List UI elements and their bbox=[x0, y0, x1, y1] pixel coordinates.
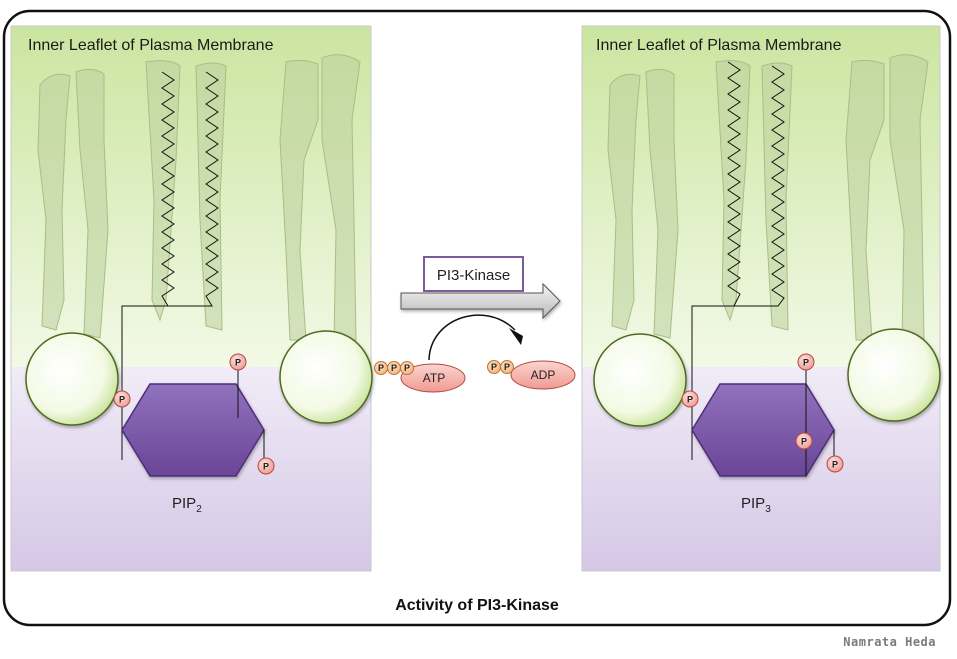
phosphate-icon: P bbox=[826, 455, 844, 473]
pip2-label: PIP2 bbox=[172, 495, 202, 515]
lipid-head bbox=[847, 328, 941, 422]
lipid-head bbox=[279, 330, 373, 424]
phosphate-icon: P bbox=[113, 390, 131, 408]
svg-text:P: P bbox=[801, 437, 807, 447]
panel-title: Inner Leaflet of Plasma Membrane bbox=[596, 37, 842, 54]
svg-text:P: P bbox=[491, 362, 497, 372]
left-panel: P P P Inner Leaflet of Plasma Membrane P… bbox=[10, 25, 373, 572]
inositol-ring bbox=[691, 383, 835, 477]
phosphate-icon: P bbox=[487, 360, 501, 374]
atp-label: ATP bbox=[423, 371, 445, 385]
svg-text:P: P bbox=[119, 395, 125, 405]
lipid-tails-background bbox=[37, 54, 361, 341]
panel-title: Inner Leaflet of Plasma Membrane bbox=[28, 37, 274, 54]
svg-text:P: P bbox=[404, 363, 410, 373]
phosphate-icon: P bbox=[229, 353, 247, 371]
reaction-arrow bbox=[400, 282, 561, 320]
fatty-acid-chain bbox=[121, 71, 175, 460]
reaction: PI3-Kinase ATP P P P ADP P P bbox=[374, 256, 576, 393]
fatty-acid-chain bbox=[691, 61, 741, 460]
lipid-tails-background bbox=[607, 54, 929, 341]
pip3-label: PIP3 bbox=[741, 495, 771, 515]
fatty-acid-chain bbox=[734, 65, 785, 307]
adp-molecule bbox=[510, 360, 576, 390]
phosphate-icon: P bbox=[500, 360, 514, 374]
phosphate-icon: P bbox=[797, 353, 815, 371]
inositol-ring bbox=[121, 383, 265, 477]
enzyme-label: PI3-Kinase bbox=[437, 267, 510, 284]
phosphate-icon: P bbox=[400, 361, 414, 375]
author-credit: Namrata Heda bbox=[843, 635, 936, 649]
svg-text:P: P bbox=[263, 462, 269, 472]
enzyme-box bbox=[423, 256, 524, 292]
svg-text:P: P bbox=[391, 363, 397, 373]
phosphate-icon: P bbox=[374, 361, 388, 375]
curved-arrow bbox=[428, 314, 516, 361]
phosphate-icon: P bbox=[257, 457, 275, 475]
svg-text:P: P bbox=[687, 395, 693, 405]
lipid-head bbox=[593, 333, 687, 427]
right-panel: P P P P Inner Leaflet of Plasma Membrane… bbox=[581, 25, 941, 572]
fatty-acid-chain bbox=[168, 71, 219, 307]
svg-text:P: P bbox=[504, 362, 510, 372]
svg-text:P: P bbox=[378, 363, 384, 373]
atp-molecule bbox=[400, 363, 466, 393]
adp-label: ADP bbox=[531, 368, 556, 382]
curved-arrowhead bbox=[509, 328, 523, 345]
svg-text:P: P bbox=[235, 358, 241, 368]
lipid-head bbox=[25, 332, 119, 426]
svg-text:P: P bbox=[803, 358, 809, 368]
figure-caption: Activity of PI3-Kinase bbox=[395, 597, 559, 614]
svg-text:P: P bbox=[832, 460, 838, 470]
phosphate-icon: P bbox=[387, 361, 401, 375]
phosphate-icon: P bbox=[681, 390, 699, 408]
phosphate-icon: P bbox=[795, 432, 813, 450]
